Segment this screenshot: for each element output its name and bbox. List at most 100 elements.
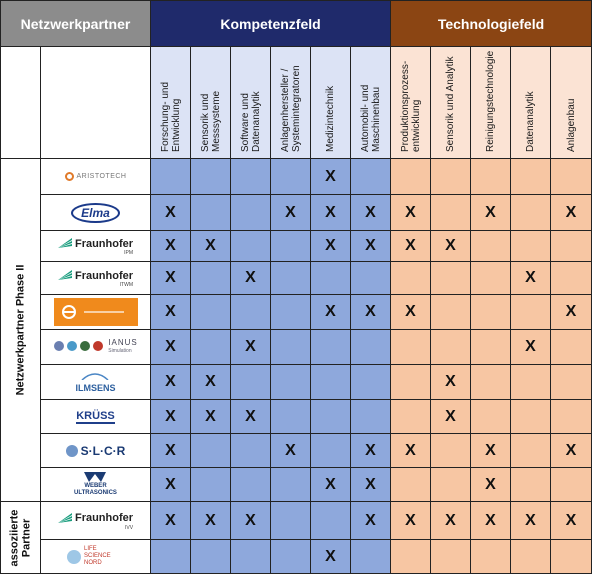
logo-text: ITWM [119, 282, 134, 288]
x-mark: X [325, 237, 336, 254]
column-header-3: Anlagenhersteller / Systemintegratoren [270, 46, 311, 159]
x-mark: X [365, 303, 376, 320]
x-mark: X [165, 338, 176, 355]
group-label: Netzwerkpartner Phase II [14, 264, 27, 396]
x-mark: X [165, 373, 176, 390]
x-mark: X [445, 407, 456, 425]
x-mark: X [565, 203, 577, 221]
x-mark: X [365, 441, 376, 459]
x-mark: X [485, 511, 496, 529]
matrix-cell [270, 230, 311, 262]
logo-text: Elma [81, 205, 110, 220]
partner-logo-cell: ARISTOTECH [40, 158, 151, 195]
column-label: Reinigungstechnologie [485, 50, 496, 152]
logo-text: Simulation [108, 348, 132, 354]
matrix-cell [510, 158, 551, 195]
matrix-cell: X [150, 329, 191, 365]
matrix-cell: X [550, 194, 592, 231]
partner-logo-cell: S·L·C·R [40, 433, 151, 468]
x-mark: X [405, 237, 416, 254]
matrix-cell [390, 467, 431, 502]
column-header-9: Datenanalytik [510, 46, 551, 159]
ilmsens-arc-icon [80, 372, 110, 383]
x-mark: X [405, 441, 416, 459]
logo-text: ARISTOTECH [76, 173, 127, 180]
matrix-cell [390, 158, 431, 195]
x-mark: X [365, 475, 376, 493]
x-mark: X [525, 511, 536, 529]
partner-logo-cell: KRÜSS [40, 399, 151, 434]
column-label: Anlagenbau [565, 98, 577, 152]
matrix-cell [190, 467, 231, 502]
matrix-cell [270, 364, 311, 400]
matrix-cell: X [550, 501, 592, 540]
matrix-cell [310, 261, 351, 295]
matrix-cell: X [390, 194, 431, 231]
matrix-cell: X [390, 294, 431, 330]
x-mark: X [485, 441, 496, 459]
matrix-cell: X [150, 261, 191, 295]
matrix-cell [190, 294, 231, 330]
matrix-cell: X [230, 261, 271, 295]
column-header-10: Anlagenbau [550, 46, 592, 159]
matrix-cell: X [470, 194, 511, 231]
matrix-cell [350, 329, 391, 365]
x-mark: X [565, 303, 577, 320]
matrix-cell: X [150, 364, 191, 400]
matrix-cell [390, 399, 431, 434]
matrix-cell [430, 194, 471, 231]
matrix-cell [150, 539, 191, 574]
matrix-cell [230, 467, 271, 502]
matrix-cell [350, 261, 391, 295]
matrix-cell: X [310, 294, 351, 330]
matrix-cell: X [190, 230, 231, 262]
x-mark: X [565, 441, 577, 459]
matrix-cell: X [270, 433, 311, 468]
matrix-cell: X [470, 467, 511, 502]
matrix-cell [310, 364, 351, 400]
ianus-dots-icon [53, 340, 105, 355]
x-mark: X [405, 511, 416, 529]
orange-company-logo-icon [41, 295, 150, 329]
logo-text: IVV [124, 524, 134, 531]
x-mark: X [405, 303, 416, 320]
matrix-cell: X [230, 329, 271, 365]
column-header-7: Sensorik und Analytik [430, 46, 471, 159]
header-blank-logo [40, 46, 151, 159]
column-header-0: Forschung- und Entwicklung [150, 46, 191, 159]
matrix-cell: X [310, 467, 351, 502]
logo-text: Fraunhofer [74, 269, 134, 282]
column-header-2: Software und Datenanalytik [230, 46, 271, 159]
x-mark: X [205, 237, 216, 254]
aristotech-circle-icon [64, 172, 74, 181]
matrix-cell: X [390, 230, 431, 262]
logo-text: Fraunhofer [74, 237, 134, 250]
x-mark: X [445, 237, 456, 254]
matrix-cell: X [350, 230, 391, 262]
x-mark: X [325, 167, 336, 185]
x-mark: X [325, 547, 336, 565]
column-label: Anlagenhersteller / Systemintegratoren [279, 65, 302, 152]
partner-logo-cell: ILMSENS [40, 364, 151, 400]
x-mark: X [565, 511, 577, 529]
matrix-cell [230, 158, 271, 195]
x-mark: X [365, 237, 376, 254]
matrix-cell [390, 329, 431, 365]
matrix-cell [430, 329, 471, 365]
matrix-cell [270, 399, 311, 434]
column-header-1: Sensorik und Messsysteme [190, 46, 231, 159]
matrix-cell [270, 261, 311, 295]
matrix-cell [270, 539, 311, 574]
matrix-cell: X [310, 194, 351, 231]
partner-logo-cell: LIFE SCIENCE NORD [40, 539, 151, 574]
matrix-cell [510, 433, 551, 468]
group-label-cell-1: assoziierte Partner [0, 501, 41, 574]
matrix-cell: X [310, 539, 351, 574]
